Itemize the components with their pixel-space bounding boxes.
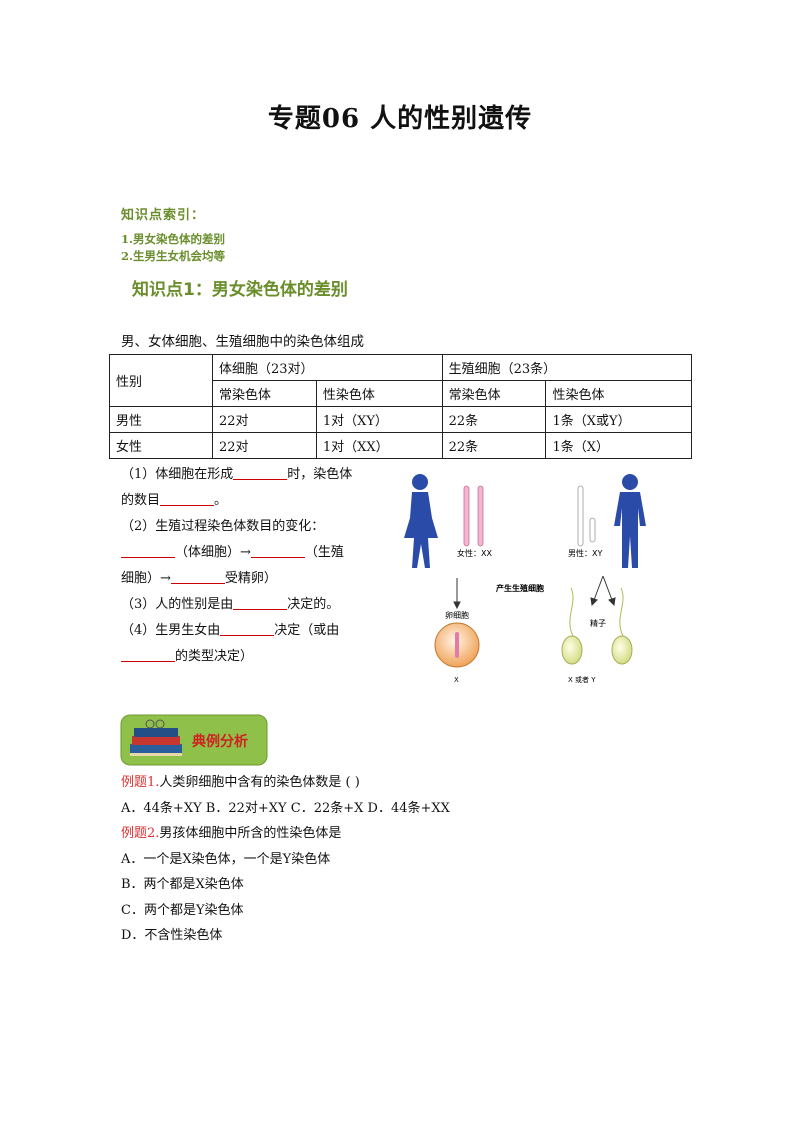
banner-label: 典例分析: [192, 733, 248, 750]
chromosome-inheritance-figure: 女性：XX 男性：XY 产生生殖细胞 卵细胞 X 精子 X 或者 Y: [404, 474, 646, 684]
example-2-text: 男孩体细胞中所含的性染色体是: [159, 826, 342, 841]
table-header-cell: 常染色体: [441, 380, 547, 407]
sperm-heads: [561, 635, 633, 665]
index-item-2: 2.生男生女机会均等: [121, 249, 226, 263]
question-text: 的数目: [121, 493, 161, 508]
table-cell: 女性: [109, 432, 213, 459]
answer-blank[interactable]: [160, 491, 215, 506]
table-cell: 1对（XY）: [315, 406, 443, 433]
question-text: 。: [214, 493, 228, 508]
question-text: 细胞）→: [121, 571, 171, 586]
table-header-cell: 性别: [109, 354, 213, 407]
sperm-cells: [569, 587, 624, 637]
table-header-cell: 常染色体: [212, 380, 317, 407]
table-cell: 22条: [441, 406, 547, 433]
question-2: （2）生殖过程染色体数目的变化：: [121, 514, 381, 540]
question-2-cont2: 细胞）→ 受精卵）: [121, 566, 381, 592]
male-label: 男性：XY: [568, 548, 602, 558]
knowledge-point-heading: 知识点1：男女染色体的差别: [132, 280, 348, 300]
table-row: 女性 22对 1对（XX） 22条 1条（X）: [109, 432, 692, 459]
answer-blank[interactable]: [121, 543, 175, 558]
answer-blank[interactable]: [233, 595, 288, 610]
table-cell: 1条（X或Y）: [545, 406, 692, 433]
question-text: 受精卵）: [224, 571, 277, 586]
page-title: 专题06 人的性别遗传: [267, 104, 533, 134]
example-1: 例题1.人类卵细胞中含有的染色体数是 ( ): [121, 770, 681, 796]
table-cell: 22对: [212, 432, 317, 459]
question-text: （3）人的性别是由: [121, 597, 234, 612]
chromosome-table: 性别 体细胞（23对） 生殖细胞（23条） 常染色体 性染色体 常染色体 性染色…: [109, 354, 693, 459]
egg-cell: [434, 622, 480, 668]
egg-x-label: X: [454, 676, 459, 684]
male-silhouette: [614, 474, 646, 568]
example-2-option-c: C．两个都是Y染色体: [121, 902, 244, 918]
answer-blank[interactable]: [170, 569, 225, 584]
index-item-1: 1.男女染色体的差别: [121, 232, 226, 246]
answer-blank[interactable]: [250, 543, 305, 558]
question-1-cont: 的数目 。: [121, 488, 381, 514]
sperm-label: 精子: [590, 618, 606, 628]
female-silhouette: [404, 474, 438, 568]
question-4: （4）生男生女由 决定（或由: [121, 618, 381, 644]
table-header-cell: 性染色体: [545, 380, 692, 407]
table-header-cell: 性染色体: [315, 380, 443, 407]
table-header-cell: 生殖细胞（23条）: [441, 354, 693, 381]
question-text: （体细胞）→: [175, 545, 251, 560]
question-4-cont: 的类型决定）: [121, 644, 381, 670]
question-2-cont: （体细胞）→ （生殖: [121, 540, 381, 566]
table-cell: 男性: [109, 406, 213, 433]
table-subheader-row: 常染色体 性染色体 常染色体 性染色体: [110, 380, 692, 407]
example-analysis-banner: 典例分析: [120, 714, 268, 766]
table-row: 男性 22对 1对（XY） 22条 1条（X或Y）: [109, 406, 692, 433]
question-text: （生殖: [304, 545, 344, 560]
table-cell: 22条: [441, 432, 547, 459]
question-text: 决定（或由: [274, 623, 340, 638]
example-2-option-d: D．不含性染色体: [121, 928, 223, 943]
table-cell: 1对（XX）: [315, 432, 443, 459]
female-label: 女性：XX: [457, 548, 492, 558]
table-caption: 男、女体细胞、生殖细胞中的染色体组成: [121, 334, 364, 350]
question-text: （4）生男生女由: [121, 623, 221, 638]
question-3: （3）人的性别是由 决定的。: [121, 592, 381, 618]
knowledge-index: 知识点索引： 1.男女染色体的差别 2.生男生女机会均等: [121, 204, 225, 265]
question-1: （1）体细胞在形成 时，染色体: [121, 462, 381, 488]
egg-label: 卵细胞: [445, 610, 469, 620]
example-1-options: A．44条+XY B．22对+XY C．22条+X D．44条+XX: [121, 800, 450, 816]
index-heading: 知识点索引：: [121, 208, 206, 223]
female-chromosomes: [463, 485, 484, 547]
table-header-row: 性别 体细胞（23对） 生殖细胞（23条）: [109, 354, 693, 407]
arrows: [453, 575, 616, 610]
example-2: 例题2.男孩体细胞中所含的性染色体是: [121, 821, 681, 847]
example-1-text: 人类卵细胞中含有的染色体数是 ( ): [159, 775, 360, 790]
question-text: 决定的。: [287, 597, 340, 612]
example-1-prefix: 例题1.: [121, 775, 160, 790]
fill-in-questions: （1）体细胞在形成 时，染色体 的数目 。 （2）生殖过程染色体数目的变化： （体细…: [121, 462, 381, 670]
answer-blank[interactable]: [220, 621, 275, 636]
question-text: 的类型决定）: [175, 649, 254, 664]
table-cell: 1条（X）: [545, 432, 692, 459]
answer-blank[interactable]: [233, 465, 288, 480]
question-text: （1）体细胞在形成: [121, 467, 234, 482]
table-header-cell: 体细胞（23对）: [212, 354, 443, 381]
process-label: 产生生殖细胞: [496, 583, 544, 593]
table-cell: 22对: [212, 406, 317, 433]
example-2-prefix: 例题2.: [121, 826, 160, 841]
example-2-option-b: B．两个都是X染色体: [121, 877, 244, 892]
question-text: （2）生殖过程染色体数目的变化：: [121, 519, 325, 534]
sperm-xy-label: X 或者 Y: [568, 675, 596, 684]
question-text: 时，染色体: [287, 467, 353, 482]
male-chromosomes: [577, 485, 596, 547]
answer-blank[interactable]: [121, 647, 175, 662]
examples-section: 例题1.人类卵细胞中含有的染色体数是 ( ) A．44条+XY B．22对+XY…: [121, 770, 681, 949]
example-2-option-a: A．一个是X染色体，一个是Y染色体: [121, 851, 331, 867]
books-icon: [130, 719, 182, 756]
